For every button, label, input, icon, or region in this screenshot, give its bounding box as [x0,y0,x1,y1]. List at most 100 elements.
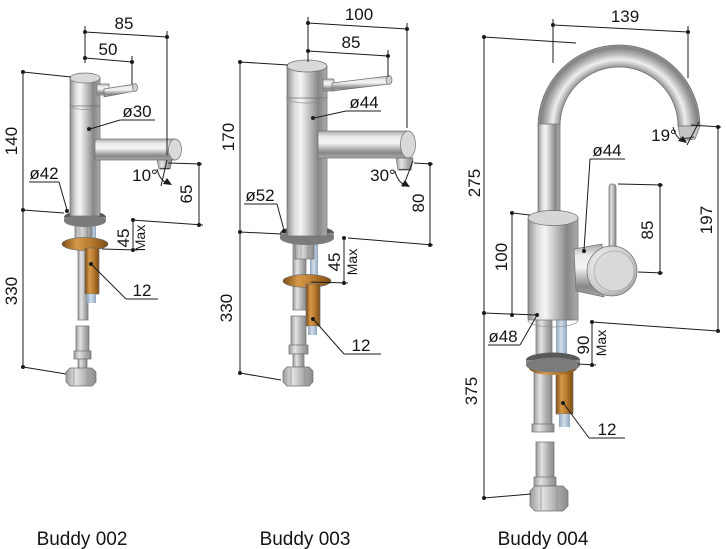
product-caption: Buddy 002 [37,529,128,549]
dim-line [307,50,389,57]
dim-label: ø44 [592,141,621,160]
dim-label: 90 [574,336,593,355]
dim-dot [342,236,346,240]
hose-coupling [531,423,555,433]
tick-line [577,363,597,366]
dim-label: 45 [325,253,344,272]
dim-outlet-angle: 19° [651,121,700,146]
buddy-004-figure: 139 19° ø44 275 [462,7,722,549]
leader-dot [582,249,586,253]
dim-dot [590,320,594,324]
tick-line [617,183,664,186]
tick-line [167,162,203,165]
buddy-002-figure: 85 50 140 330 [2,14,204,549]
dim-label: 85 [115,14,134,33]
cartridge-tip [87,294,96,303]
hose-coupling [533,476,557,487]
handle-hub-cap [593,250,635,292]
tick-line [511,212,531,216]
body-top-cap [527,210,579,226]
dim-label: 375 [462,377,481,405]
leader-dot [87,127,91,131]
tick-line [22,209,65,214]
dim-label: 100 [345,5,373,24]
leader-dot [65,209,69,213]
deck-line [483,312,537,316]
buddy-004-drawing [526,44,701,512]
dim-label: 170 [219,123,238,151]
dim-body-diameter: ø44 [311,93,381,120]
hose-blue [556,320,567,360]
leader-line [91,264,127,300]
dim-label: 80 [409,194,428,213]
tick-line [690,124,722,128]
dim-label: 30° [370,166,396,185]
buddy-002-drawing [61,72,182,387]
dim-label: ø48 [488,327,517,346]
riser-column [537,123,561,219]
product-caption: Buddy 003 [260,529,351,549]
dim-spout-reach: 139 [551,7,690,78]
buddy-003-drawing [280,59,416,387]
dim-label: 50 [99,40,118,59]
dim-body-height: 100 [492,211,531,317]
dim-dot [131,218,135,222]
dim-outlet-angle: 10° [132,159,172,187]
deck-line [591,321,719,332]
dim-handle-reach: 85 [306,33,390,77]
dim-base-diameter: ø48 [488,313,539,346]
dim-total-height: 275 [465,35,577,316]
dim-label: 12 [352,336,371,355]
dim-label: 65 [177,185,196,204]
dim-outlet-height: 65 [131,162,204,227]
gray-hose [533,365,553,429]
dim-body-diameter: ø30 [87,102,155,131]
dim-spout-reach: 100 [306,5,409,128]
cartridge-tip [559,414,570,427]
tick-line [483,36,577,44]
tick-line [239,231,282,235]
dim-line [84,57,133,63]
gooseneck-arc [537,44,701,127]
angle-ref-line [160,159,168,187]
dim-outlet-height: 80 [347,162,434,247]
dim-spout-height: 170 [219,60,289,235]
leader-dot [311,116,315,120]
dim-label: ø52 [245,186,274,205]
dim-label: 330 [217,294,236,322]
leader-line [58,181,68,211]
body-top-cap [69,72,101,84]
dim-label: 100 [492,243,511,271]
dim-spout-reach: 85 [83,14,169,155]
dim-label: ø44 [349,93,378,112]
dim-base-diameter: ø42 [29,164,69,213]
tick-line [22,366,67,375]
buddy-003-figure: 100 85 ø44 170 [217,5,434,549]
dim-outlet-height: 197 [591,124,722,333]
brass-cartridge [84,247,100,295]
dim-label: 85 [638,221,657,240]
leader-line [563,403,590,439]
handle-end [385,75,393,85]
hose-segment [290,315,307,348]
body-seam [286,97,328,104]
buddy-002-dimensions: 85 50 140 330 [2,14,204,375]
leader-line [89,119,121,130]
aerator [156,159,173,170]
dim-line [84,31,168,38]
leader-dot [282,229,286,233]
deck-line [347,237,434,246]
dim-body-diameter: ø44 [582,141,625,253]
buddy-004-dimensions: 139 19° ø44 275 [462,7,722,500]
hose-segment [75,325,90,354]
leader-dot [535,313,539,317]
dim-dot [510,211,514,215]
dim-deck-max: 90 Max [574,320,609,367]
handle-end [132,83,138,92]
tick-line [239,372,282,381]
deck-line [131,219,204,226]
product-caption: Buddy 004 [498,529,589,549]
dim-label: ø42 [29,164,58,183]
